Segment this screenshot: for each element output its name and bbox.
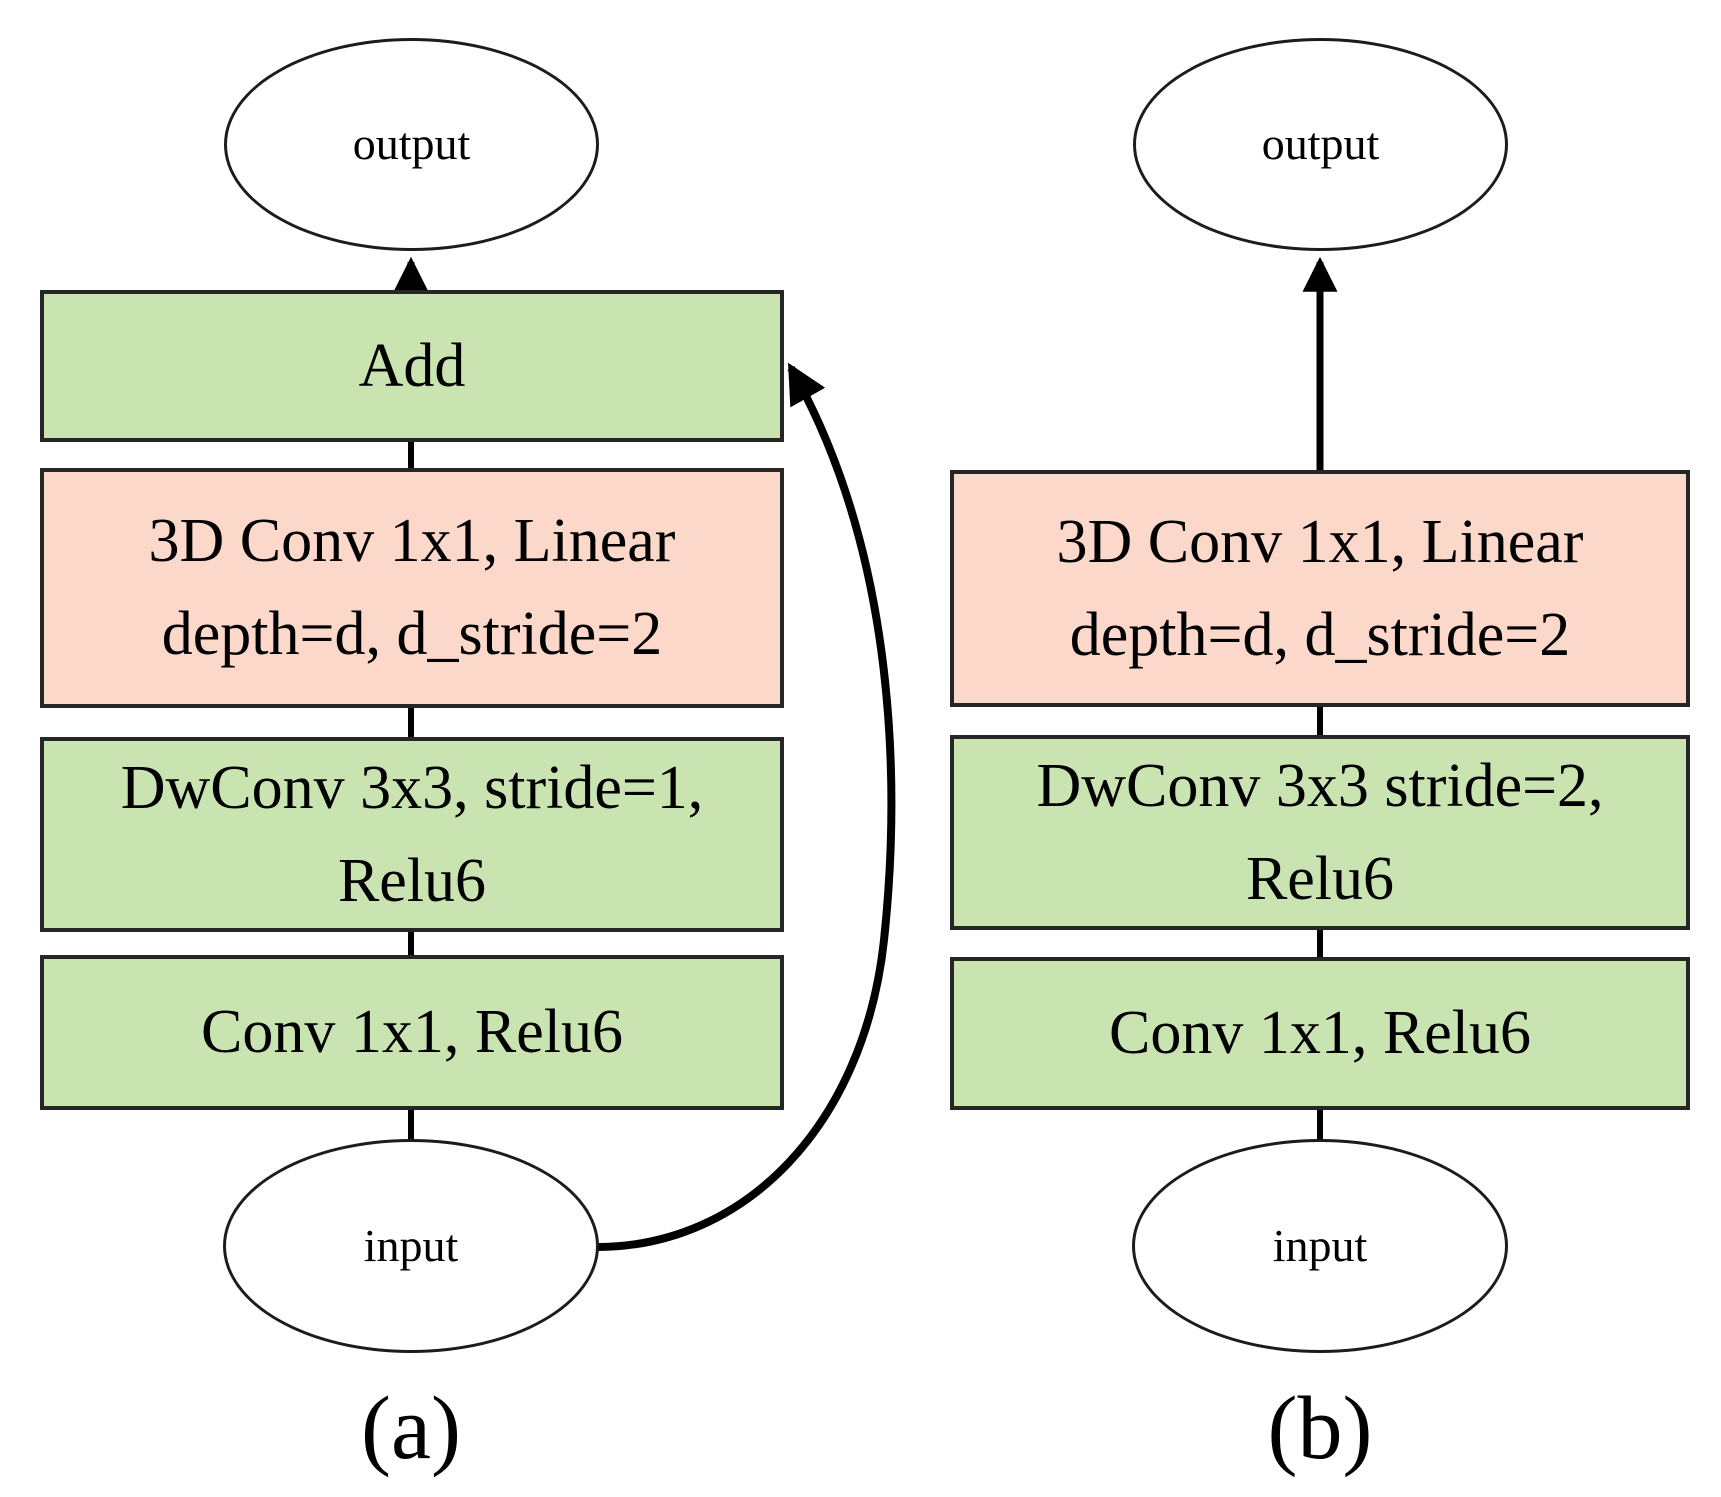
conv3d-block-b-line1: 3D Conv 1x1, Linear bbox=[1056, 507, 1584, 576]
skip-connection-arrow bbox=[596, 362, 896, 1251]
dwconv-block-a-line2: Relu6 bbox=[337, 846, 487, 915]
conv1x1-block-a: Conv 1x1, Relu6 bbox=[40, 955, 784, 1110]
conv1x1-block-a-label: Conv 1x1, Relu6 bbox=[201, 998, 623, 1066]
input-node-a-label: input bbox=[363, 1219, 459, 1271]
add-block-a-label: Add bbox=[358, 331, 466, 400]
dwconv-block-b: DwConv 3x3 stride=2, Relu6 bbox=[950, 735, 1690, 930]
conv3d-block-a-line1: 3D Conv 1x1, Linear bbox=[148, 507, 676, 575]
caption-a: (a) bbox=[261, 1363, 561, 1493]
add-block-a: Add bbox=[40, 290, 784, 442]
dwconv-block-b-line2: Relu6 bbox=[1245, 844, 1395, 913]
dwconv-block-b-line1: DwConv 3x3 stride=2, bbox=[1036, 751, 1604, 820]
input-node-a: input bbox=[223, 1139, 599, 1353]
input-node-b: input bbox=[1132, 1139, 1508, 1353]
conv3d-block-b: 3D Conv 1x1, Linear depth=d, d_stride=2 bbox=[950, 470, 1690, 707]
output-node-b: output bbox=[1133, 38, 1508, 251]
caption-b: (b) bbox=[1170, 1363, 1470, 1493]
output-node-a: output bbox=[224, 38, 599, 251]
dwconv-block-a: DwConv 3x3, stride=1, Relu6 bbox=[40, 737, 784, 932]
conv3d-block-b-line2: depth=d, d_stride=2 bbox=[1069, 600, 1571, 669]
output-node-b-label: output bbox=[1261, 118, 1380, 170]
conv3d-block-a: 3D Conv 1x1, Linear depth=d, d_stride=2 bbox=[40, 468, 784, 708]
conv1x1-block-b: Conv 1x1, Relu6 bbox=[950, 957, 1690, 1110]
conv1x1-block-b-label: Conv 1x1, Relu6 bbox=[1109, 999, 1531, 1067]
dwconv-block-a-line1: DwConv 3x3, stride=1, bbox=[120, 753, 704, 822]
caption-b-label: (b) bbox=[1267, 1378, 1373, 1478]
output-node-a-label: output bbox=[352, 118, 471, 170]
conv3d-block-a-line2: depth=d, d_stride=2 bbox=[161, 600, 663, 668]
caption-a-label: (a) bbox=[361, 1378, 461, 1478]
input-node-b-label: input bbox=[1272, 1219, 1368, 1271]
